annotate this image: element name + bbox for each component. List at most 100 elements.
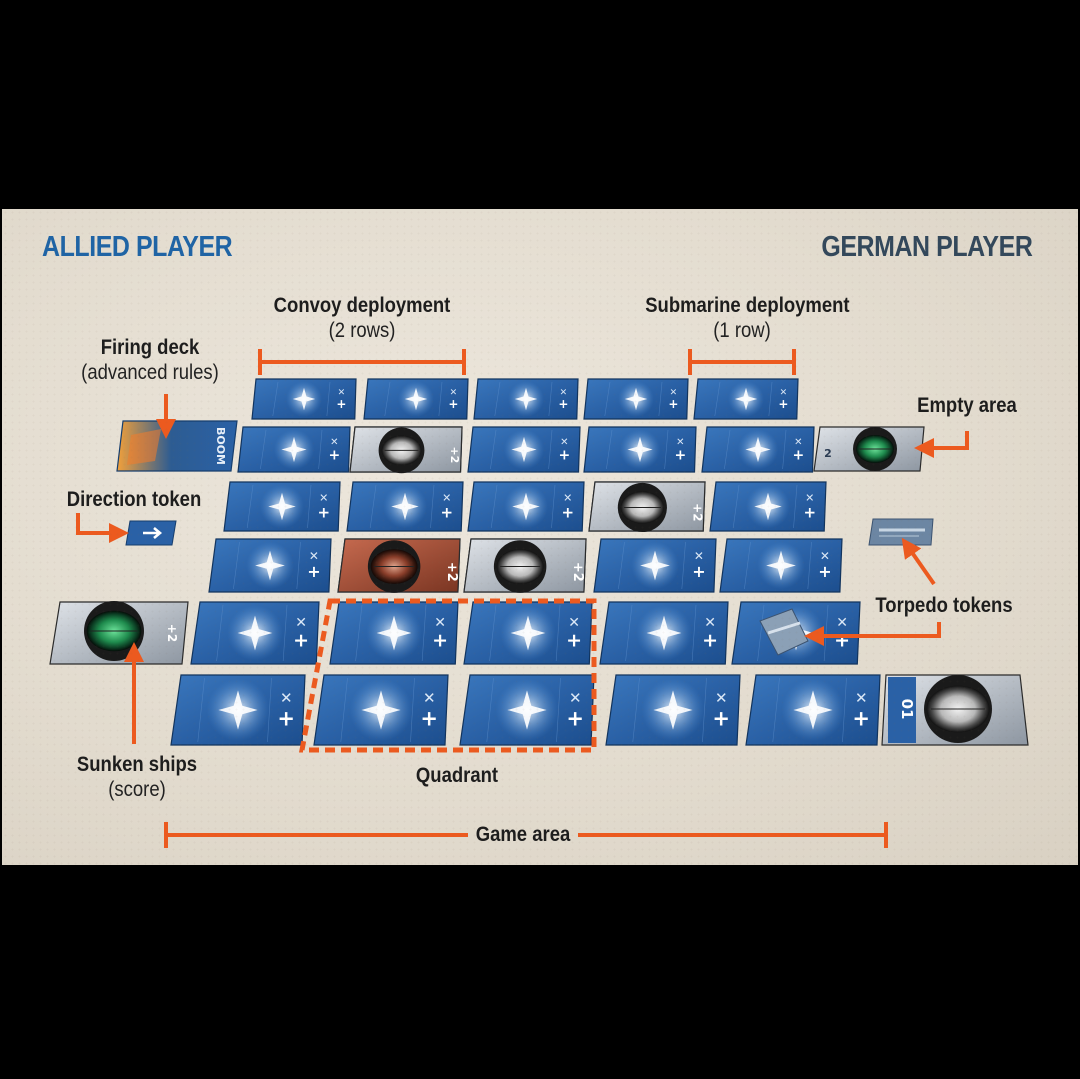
sea-card[interactable]: ✕+ xyxy=(593,538,717,593)
compass-rose-icon xyxy=(653,690,693,730)
sea-card[interactable]: +2 xyxy=(337,538,461,593)
sea-card[interactable]: ✕+ xyxy=(251,378,357,420)
svg-text:+: + xyxy=(792,447,804,463)
compass-rose-icon xyxy=(640,550,670,581)
sea-card[interactable]: ✕+ xyxy=(583,426,697,473)
sea-card[interactable]: ✕+ xyxy=(190,601,320,665)
sea-card[interactable]: ✕+ xyxy=(605,674,741,746)
svg-text:+: + xyxy=(420,706,438,730)
empty-area-card[interactable]: 2 xyxy=(813,426,925,472)
sea-card[interactable]: ✕+ xyxy=(473,378,579,420)
arrow-right-icon xyxy=(143,527,163,539)
sea-card[interactable]: ✕+ xyxy=(693,378,799,420)
sea-card[interactable]: ✕+ xyxy=(745,674,881,746)
svg-text:✕: ✕ xyxy=(676,437,684,448)
firing-deck-label: Firing deck (advanced rules) xyxy=(71,335,229,385)
sea-card[interactable]: +2 xyxy=(463,538,587,593)
sea-card[interactable]: ✕+ xyxy=(701,426,815,473)
svg-text:✕: ✕ xyxy=(338,388,346,398)
svg-text:✕: ✕ xyxy=(442,492,451,505)
game-area-text: Game area xyxy=(475,823,571,846)
svg-text:+: + xyxy=(561,503,574,521)
sea-card[interactable]: ✕+ xyxy=(170,674,306,746)
compass-rose-icon xyxy=(512,492,540,521)
empty-area-label: Empty area xyxy=(910,393,1024,418)
sea-card[interactable]: ✕+ xyxy=(459,674,595,746)
compass-rose-icon xyxy=(376,615,412,651)
svg-text:+: + xyxy=(336,397,346,411)
direction-token-text: Direction token xyxy=(66,488,202,511)
svg-text:✕: ✕ xyxy=(423,689,436,707)
svg-text:✕: ✕ xyxy=(309,549,319,563)
sea-card[interactable]: ✕+ xyxy=(346,481,464,532)
sea-card[interactable]: ✕+ xyxy=(237,426,351,473)
sea-card[interactable]: ✕+ xyxy=(363,378,469,420)
sea-card[interactable]: ✕+ xyxy=(463,601,593,665)
card-value: +2 xyxy=(570,562,585,582)
sea-card[interactable]: ✕+ xyxy=(709,481,827,532)
firing-deck-title: Firing deck xyxy=(100,336,200,359)
game-setup-panel: ALLIED PLAYER GERMAN PLAYER xyxy=(2,209,1078,865)
sea-card[interactable]: +2 xyxy=(349,426,463,474)
svg-text:✕: ✕ xyxy=(568,615,580,631)
svg-text:✕: ✕ xyxy=(434,615,446,631)
submarine-deployment-label: Submarine deployment (1 row) xyxy=(645,293,849,343)
compass-rose-icon xyxy=(734,387,758,411)
torpedo-token[interactable] xyxy=(868,518,934,546)
svg-text:+: + xyxy=(307,562,320,581)
firing-deck-text: BOOM xyxy=(214,427,227,465)
compass-rose-icon xyxy=(510,615,546,651)
compass-rose-icon xyxy=(268,492,296,521)
svg-text:✕: ✕ xyxy=(563,492,572,505)
svg-text:✕: ✕ xyxy=(670,388,678,398)
svg-text:+: + xyxy=(440,503,453,521)
compass-rose-icon xyxy=(237,615,273,651)
submarine-bracket xyxy=(688,349,796,375)
svg-text:✕: ✕ xyxy=(855,689,868,707)
svg-text:✕: ✕ xyxy=(780,388,788,398)
quadrant-text: Quadrant xyxy=(415,764,499,787)
sea-card[interactable]: ✕+ xyxy=(223,481,341,532)
empty-area-arrow xyxy=(914,431,969,458)
svg-text:+: + xyxy=(566,706,584,730)
svg-text:✕: ✕ xyxy=(450,388,458,398)
sea-card[interactable]: ✕+ xyxy=(599,601,729,665)
svg-text:+: + xyxy=(818,562,831,581)
svg-text:+: + xyxy=(277,706,295,730)
german-ship-card[interactable]: 01 xyxy=(881,674,1029,746)
german-player-title: GERMAN PLAYER xyxy=(820,231,1032,263)
svg-text:+: + xyxy=(778,397,788,411)
game-area-label: Game area xyxy=(475,822,572,847)
game-board: ✕+✕+✕+✕+✕+✕++2✕+✕+✕+✕+✕+✕++2✕+✕++2+2✕+✕+… xyxy=(49,349,1029,848)
sea-card[interactable]: ✕+ xyxy=(719,538,843,593)
sea-card[interactable]: ✕+ xyxy=(467,481,585,532)
sunken-ships-label: Sunken ships (score) xyxy=(71,752,203,802)
firing-deck-card[interactable]: BOOM xyxy=(116,420,238,472)
sea-card[interactable]: ✕+ xyxy=(583,378,689,420)
sea-card[interactable]: +2 xyxy=(588,481,706,533)
sea-card[interactable]: ✕+ xyxy=(313,674,449,746)
sea-card[interactable]: ✕+ xyxy=(329,601,459,665)
game-area-bracket xyxy=(164,822,888,848)
compass-rose-icon xyxy=(745,436,771,463)
submarine-deployment-rows: (1 row) xyxy=(713,319,771,342)
sea-card[interactable]: ✕+ xyxy=(208,538,332,593)
convoy-bracket xyxy=(258,349,466,375)
card-value: +2 xyxy=(444,562,459,582)
sea-card[interactable]: ✕+ xyxy=(467,426,581,473)
compass-rose-icon xyxy=(627,436,653,463)
direction-token[interactable] xyxy=(125,520,177,546)
submarine-deployment-title: Submarine deployment xyxy=(645,294,850,317)
svg-text:+: + xyxy=(317,503,330,521)
svg-text:✕: ✕ xyxy=(295,615,307,631)
compass-rose-icon xyxy=(507,690,547,730)
svg-text:✕: ✕ xyxy=(560,388,568,398)
svg-text:+: + xyxy=(432,630,448,652)
torpedo-icon xyxy=(767,621,801,635)
svg-text:✕: ✕ xyxy=(569,689,582,707)
compass-rose-icon xyxy=(754,492,782,521)
sunken-ships-card[interactable]: +2 xyxy=(49,601,189,665)
compass-rose-icon xyxy=(391,492,419,521)
svg-text:✕: ✕ xyxy=(704,615,716,631)
quadrant-label: Quadrant xyxy=(404,763,510,788)
